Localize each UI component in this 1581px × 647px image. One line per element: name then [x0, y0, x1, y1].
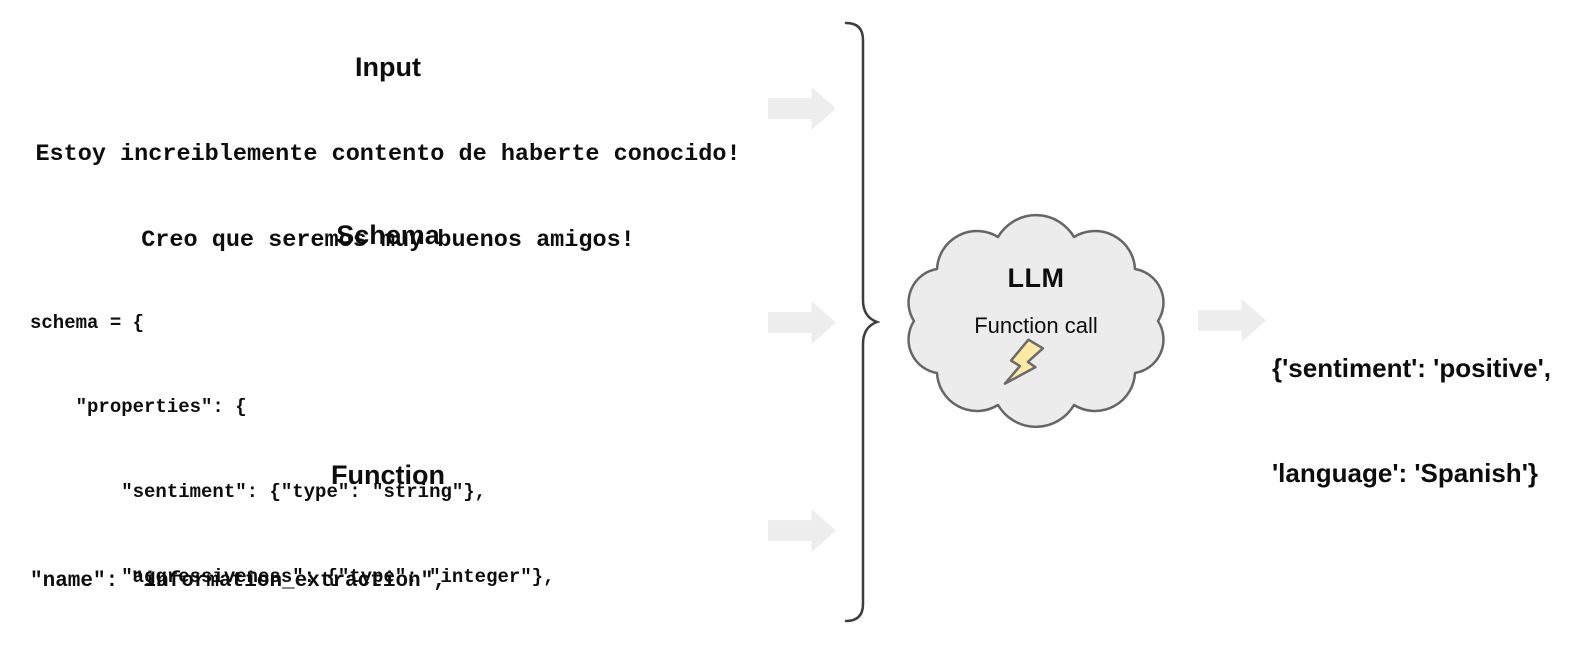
output-result-line: 'language': 'Spanish'}	[1272, 458, 1538, 488]
schema-code-line: schema = {	[30, 311, 145, 334]
schema-to-llm-arrow-icon	[768, 301, 836, 344]
cloud-icon	[907, 214, 1165, 428]
schema-section-title: Schema	[336, 220, 440, 250]
schema-code-line: "aggressiveness": {"type": "integer"},	[30, 566, 555, 589]
function-call-label: Function call	[974, 313, 1098, 338]
input-section-title: Input	[355, 52, 421, 82]
input-passage: Estoy increiblemente contento de haberte…	[30, 84, 746, 312]
output-result: {'sentiment': 'positive', 'language': 'S…	[1272, 281, 1551, 561]
input-passage-line: Estoy increiblemente contento de haberte…	[35, 141, 741, 168]
function-code-line: "name": "information_extraction",	[30, 570, 446, 593]
curly-brace-icon	[844, 21, 880, 623]
input-passage-line: Creo que seremos muy buenos amigos!	[141, 226, 635, 254]
function-to-llm-arrow-icon	[768, 509, 836, 552]
llm-title: LLM	[1007, 263, 1065, 293]
schema-code-line: "sentiment": {"type": "string"},	[30, 481, 487, 504]
llm-cloud: LLM Function call	[886, 202, 1186, 436]
schema-code-line: "properties": {	[30, 396, 247, 419]
output-result-line: {'sentiment': 'positive',	[1272, 353, 1552, 383]
schema-code-block: schema = { "properties": { "sentiment": …	[30, 252, 555, 647]
llm-to-output-arrow-icon	[1198, 299, 1266, 342]
function-section-title: Function	[331, 460, 445, 490]
input-to-llm-arrow-icon	[768, 87, 836, 130]
lightning-bolt-icon	[1003, 338, 1045, 385]
function-code-block: "name": "information_extraction", "descr…	[30, 493, 736, 647]
